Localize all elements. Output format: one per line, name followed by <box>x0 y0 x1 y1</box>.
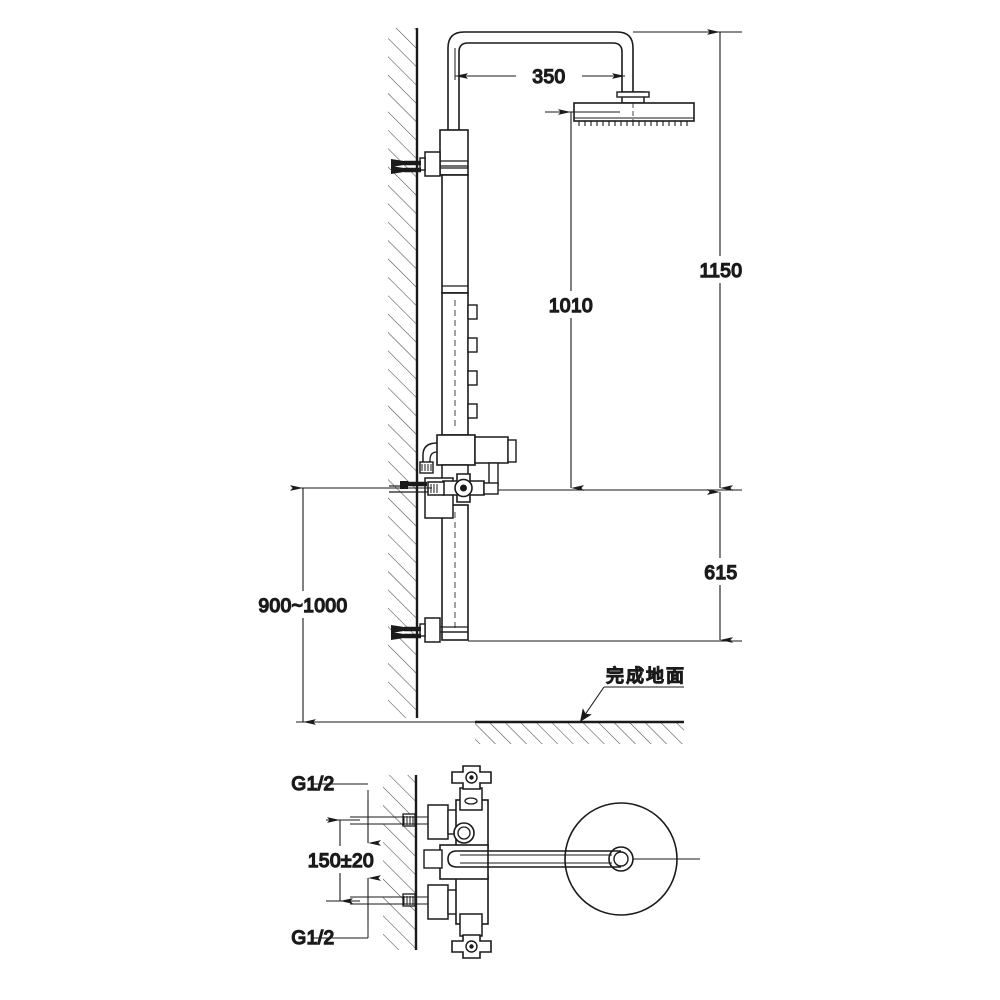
mixer-valve[interactable] <box>419 434 517 487</box>
dimension-1010-label: 1010 <box>549 296 593 317</box>
cross-handle[interactable] <box>427 473 499 503</box>
upper-wall-bracket[interactable] <box>391 151 468 177</box>
dimension-350-label: 350 <box>532 67 565 88</box>
plan-wall-section <box>383 775 418 950</box>
dimension-1150-label: 1150 <box>700 261 743 282</box>
dimension-615-label: 615 <box>704 563 737 584</box>
plan-shower-arm <box>447 850 700 868</box>
callout-g12-top-label: G1/2 <box>291 774 334 795</box>
floor-line <box>475 720 684 744</box>
callout-g12-bottom-leader <box>313 921 369 939</box>
plan-cross-handle-top[interactable] <box>451 765 492 790</box>
dimension-900-1000-label: 900~1000 <box>258 596 347 617</box>
callout-g12-bottom-label: G1/2 <box>291 928 334 949</box>
plan-cross-handle-bottom[interactable] <box>451 934 492 959</box>
finished-floor-leader <box>579 686 684 723</box>
finished-floor-label: 完成地面 <box>606 666 686 687</box>
dimension-150-20-label: 150±20 <box>308 851 374 872</box>
lower-wall-bracket[interactable] <box>391 617 468 643</box>
wall-section <box>388 28 419 718</box>
body-jets <box>467 304 478 419</box>
riser-rail <box>439 129 469 641</box>
shower-head <box>573 91 695 126</box>
